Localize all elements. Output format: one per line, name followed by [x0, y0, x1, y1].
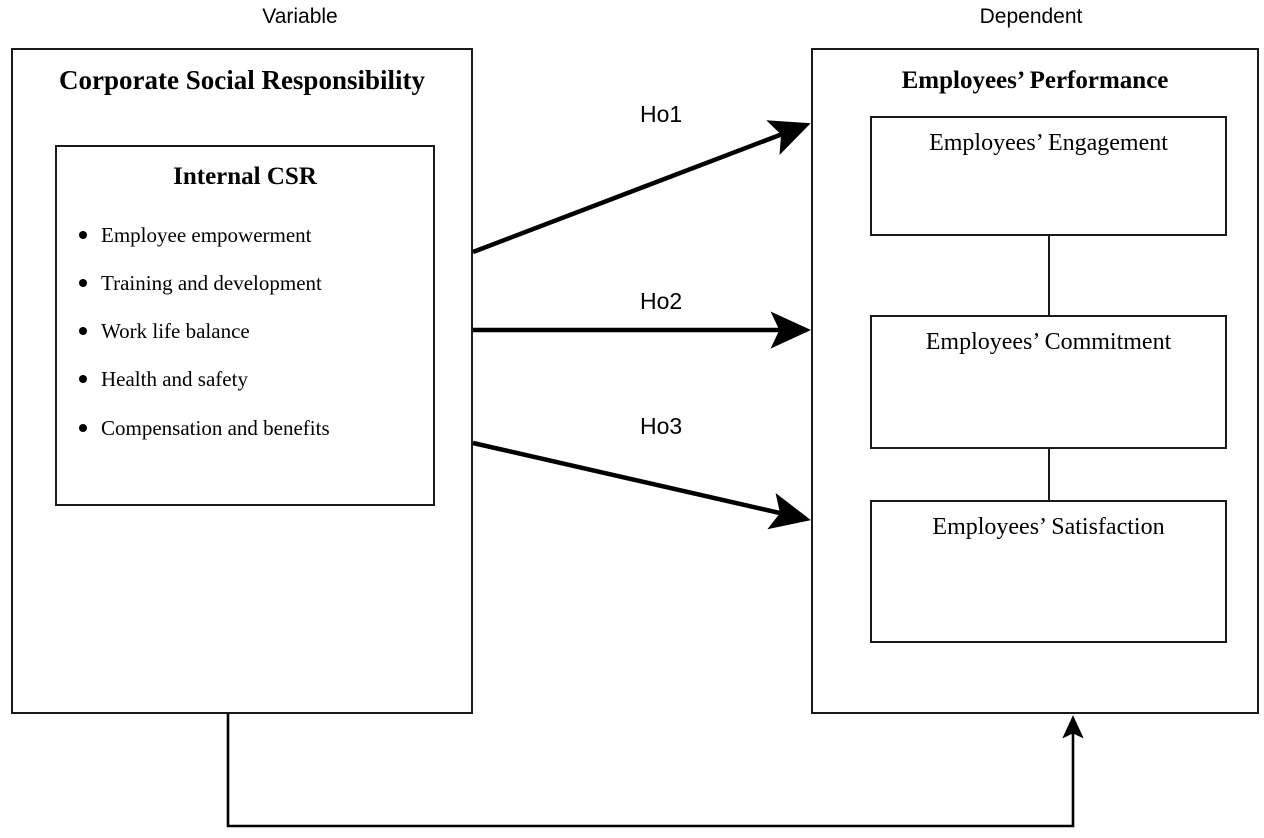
box-title-internal-csr: Internal CSR	[173, 163, 317, 190]
list-item-label: Training and development	[101, 271, 322, 296]
list-item-label: Work life balance	[101, 319, 250, 344]
internal-csr-dimension-list: Employee empowerment Training and develo…	[79, 223, 425, 440]
dependent-variable-panel: Employees’ Performance Employees’ Engage…	[811, 48, 1259, 714]
connector-engagement-commitment	[1048, 236, 1050, 315]
list-item-label: Health and safety	[101, 367, 248, 392]
employees-satisfaction-box: Employees’ Satisfaction	[870, 500, 1227, 643]
arrow-ho1	[472, 120, 811, 255]
column-header-dependent: Dependent	[979, 5, 1083, 28]
arrow-feedback-loop	[226, 714, 1084, 828]
list-item-label: Employee empowerment	[101, 223, 312, 247]
box-label-employees-satisfaction: Employees’ Satisfaction	[932, 514, 1165, 540]
hypothesis-label-ho1: Ho1	[640, 101, 683, 127]
box-label-employees-engagement: Employees’ Engagement	[929, 130, 1168, 156]
employees-commitment-box: Employees’ Commitment	[870, 315, 1227, 449]
list-item: Health and safety	[79, 367, 425, 391]
internal-csr-box: Internal CSR Employee empowerment Traini…	[55, 145, 435, 506]
column-header-variable: Variable	[262, 5, 338, 28]
list-item-label: Compensation and benefits	[101, 415, 330, 440]
bullet-icon	[79, 279, 87, 288]
list-item: Training and development	[79, 271, 425, 295]
panel-title-corporate-social-responsibility: Corporate Social Responsibility	[58, 65, 425, 95]
independent-variable-panel: Corporate Social Responsibility Internal…	[11, 48, 473, 714]
panel-title-employees-performance: Employees’ Performance	[901, 67, 1169, 94]
arrow-ho3	[472, 440, 811, 530]
bullet-icon	[79, 231, 87, 239]
connector-commitment-satisfaction	[1048, 449, 1050, 500]
hypothesis-label-ho3: Ho3	[640, 413, 683, 439]
list-item: Employee empowerment	[79, 223, 425, 247]
box-label-employees-commitment: Employees’ Commitment	[925, 329, 1172, 355]
bullet-icon	[79, 327, 87, 336]
employees-engagement-box: Employees’ Engagement	[870, 116, 1227, 236]
bullet-icon	[79, 375, 87, 384]
list-item: Compensation and benefits	[79, 416, 425, 440]
hypothesis-label-ho2: Ho2	[640, 288, 683, 314]
list-item: Work life balance	[79, 319, 425, 343]
bullet-icon	[79, 423, 87, 432]
